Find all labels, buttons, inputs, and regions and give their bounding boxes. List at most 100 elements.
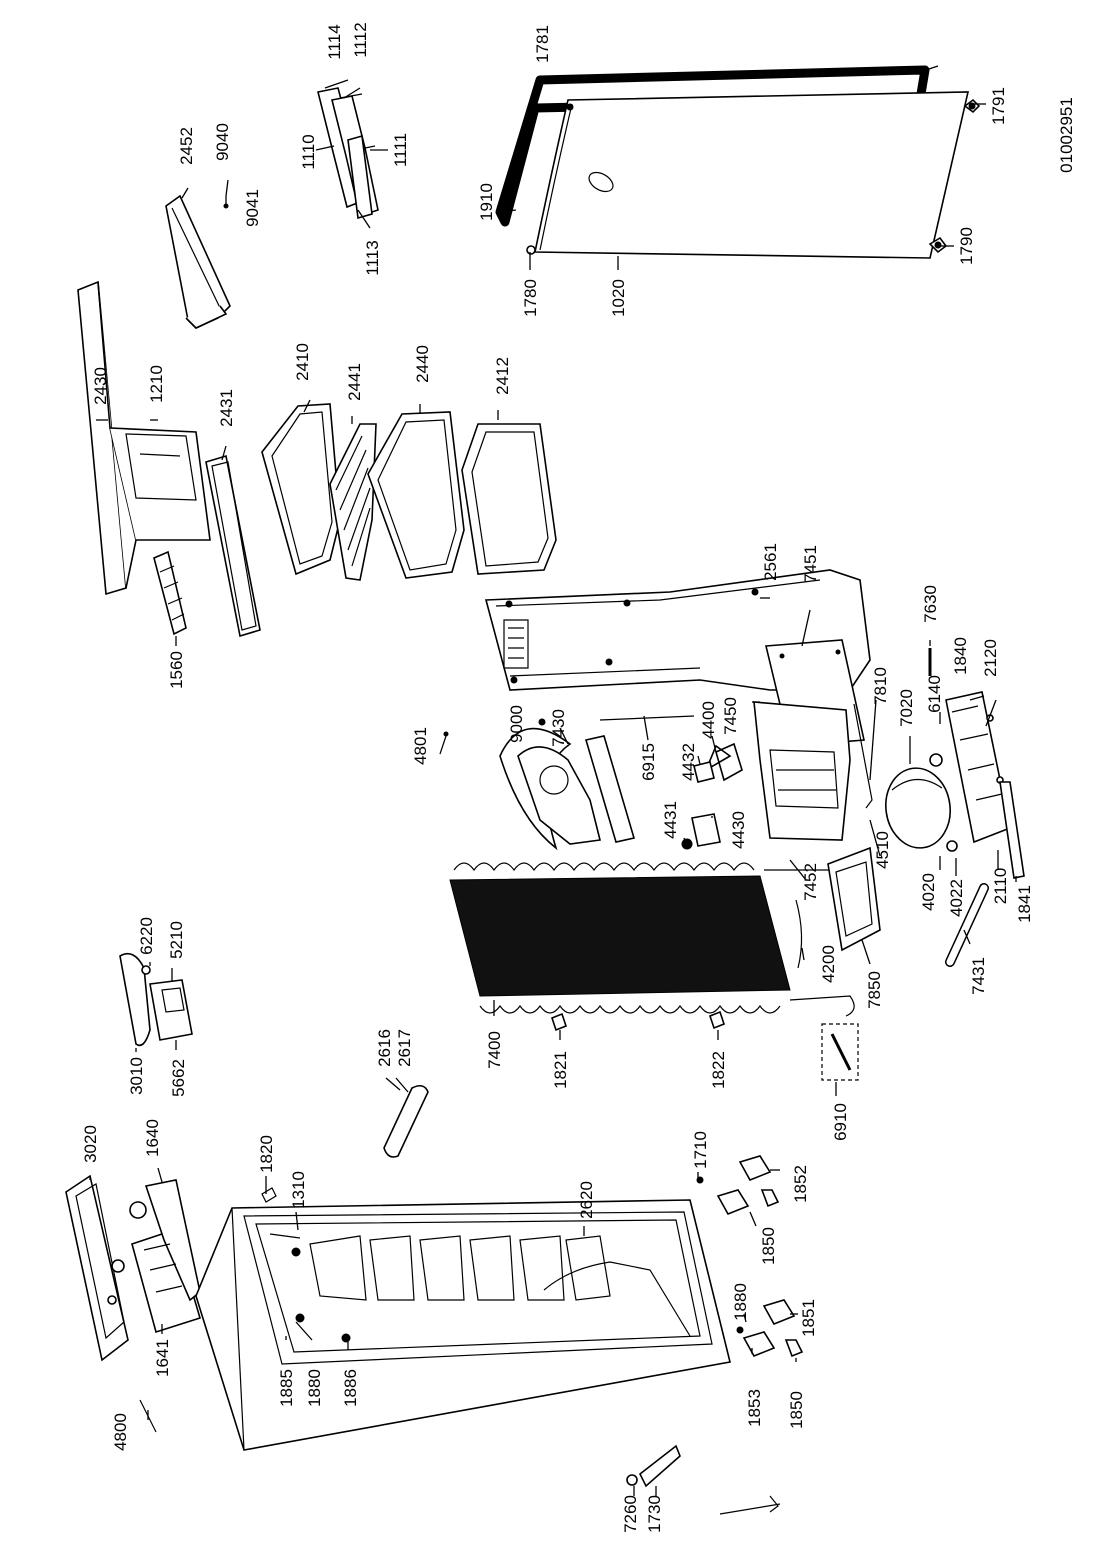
label-7630: 7630 xyxy=(921,585,940,623)
label-2410: 2410 xyxy=(293,343,312,381)
label-4200: 4200 xyxy=(819,945,838,983)
compressor-4510 xyxy=(885,753,958,852)
label-7431: 7431 xyxy=(969,957,988,995)
label-1822: 1822 xyxy=(709,1051,728,1089)
label-6220: 6220 xyxy=(137,917,156,955)
control-panel xyxy=(119,952,193,1047)
label-1880-right: 1880 xyxy=(731,1283,750,1321)
drawer-2440 xyxy=(367,411,465,579)
label-1780: 1780 xyxy=(521,279,540,317)
label-4400: 4400 xyxy=(699,701,718,739)
label-7451: 7451 xyxy=(801,545,820,583)
drawing-number: 01002951 xyxy=(1057,97,1076,173)
label-7810: 7810 xyxy=(871,667,890,705)
label-1640: 1640 xyxy=(143,1119,162,1157)
label-1880-left: 1880 xyxy=(305,1369,324,1407)
label-7400: 7400 xyxy=(485,1031,504,1069)
label-4430: 4430 xyxy=(729,811,748,849)
label-5210: 5210 xyxy=(167,921,186,959)
label-9040: 9040 xyxy=(213,123,232,161)
label-4432: 4432 xyxy=(679,743,698,781)
label-4801: 4801 xyxy=(411,727,430,765)
label-1111: 1111 xyxy=(391,133,410,167)
grid-shelf-2441 xyxy=(329,423,377,581)
fan-assembly xyxy=(681,742,743,850)
label-6910: 6910 xyxy=(831,1103,850,1141)
drawer-2412 xyxy=(461,423,557,575)
label-2452: 2452 xyxy=(177,127,196,165)
label-1850-lower: 1850 xyxy=(787,1391,806,1429)
label-1020: 1020 xyxy=(609,279,628,317)
door-panel xyxy=(534,91,970,259)
label-2412: 2412 xyxy=(493,357,512,395)
label-9000: 9000 xyxy=(507,705,526,743)
bin-2431 xyxy=(205,454,261,638)
label-1641: 1641 xyxy=(153,1339,172,1377)
label-5662: 5662 xyxy=(169,1059,188,1097)
cover-7430 xyxy=(499,727,636,851)
bin-2430 xyxy=(77,280,211,596)
label-1821: 1821 xyxy=(551,1051,570,1089)
label-2430: 2430 xyxy=(91,367,110,405)
label-2616: 2616 xyxy=(375,1029,394,1067)
leader-lines xyxy=(89,65,1017,1496)
base-plate-1840 xyxy=(945,691,1011,844)
label-2561: 2561 xyxy=(761,543,780,581)
label-7850: 7850 xyxy=(865,971,884,1009)
shelf-2452 xyxy=(165,194,231,329)
part-labels: 01002951 1781 1114 1112 1110 1111 1113 2… xyxy=(81,22,1076,1533)
label-1791: 1791 xyxy=(989,87,1008,125)
label-1114: 1114 xyxy=(325,24,344,59)
label-6915: 6915 xyxy=(639,743,658,781)
hinge-top xyxy=(963,98,981,114)
label-4020: 4020 xyxy=(919,873,938,911)
evaporator-7400 xyxy=(449,862,860,1017)
label-7260: 7260 xyxy=(621,1495,640,1533)
door-shelf-set xyxy=(317,87,379,220)
label-3010: 3010 xyxy=(127,1057,146,1095)
label-2120: 2120 xyxy=(981,639,1000,677)
label-1851: 1851 xyxy=(799,1299,818,1337)
label-2440: 2440 xyxy=(413,345,432,383)
ice-tray xyxy=(153,550,187,636)
label-1886: 1886 xyxy=(341,1369,360,1407)
label-1113: 1113 xyxy=(363,240,382,275)
top-cover-3020 xyxy=(65,1174,129,1362)
label-9041: 9041 xyxy=(243,189,262,227)
label-4022: 4022 xyxy=(947,879,966,917)
label-1852: 1852 xyxy=(791,1165,810,1203)
label-1560: 1560 xyxy=(167,651,186,689)
label-1841: 1841 xyxy=(1015,885,1034,923)
label-1790: 1790 xyxy=(957,227,976,265)
cabinet xyxy=(195,1199,731,1451)
label-6140: 6140 xyxy=(925,675,944,713)
label-2620: 2620 xyxy=(577,1181,596,1219)
label-2441: 2441 xyxy=(345,363,364,401)
label-1820: 1820 xyxy=(257,1135,276,1173)
label-4510: 4510 xyxy=(873,831,892,869)
label-1112: 1112 xyxy=(351,22,370,57)
label-4431: 4431 xyxy=(661,801,680,839)
label-1110: 1110 xyxy=(299,134,318,169)
label-7430: 7430 xyxy=(549,709,568,747)
label-1853: 1853 xyxy=(745,1389,764,1427)
label-1850-upper: 1850 xyxy=(759,1227,778,1265)
drawer-2410 xyxy=(261,403,341,576)
label-1840: 1840 xyxy=(951,637,970,675)
label-1730: 1730 xyxy=(645,1495,664,1533)
door-assembly xyxy=(495,65,981,259)
label-1885: 1885 xyxy=(277,1369,296,1407)
label-2110: 2110 xyxy=(991,868,1010,905)
label-2431: 2431 xyxy=(217,389,236,427)
label-1781: 1781 xyxy=(533,25,552,63)
label-7020: 7020 xyxy=(897,689,916,727)
label-3020: 3020 xyxy=(81,1125,100,1163)
label-2617: 2617 xyxy=(395,1029,414,1067)
label-1710: 1710 xyxy=(691,1131,710,1169)
label-4800: 4800 xyxy=(111,1413,130,1451)
housing-7450 xyxy=(753,701,851,841)
control-housing xyxy=(129,1179,201,1334)
tray-7850 xyxy=(827,846,881,952)
label-7450: 7450 xyxy=(721,697,740,735)
